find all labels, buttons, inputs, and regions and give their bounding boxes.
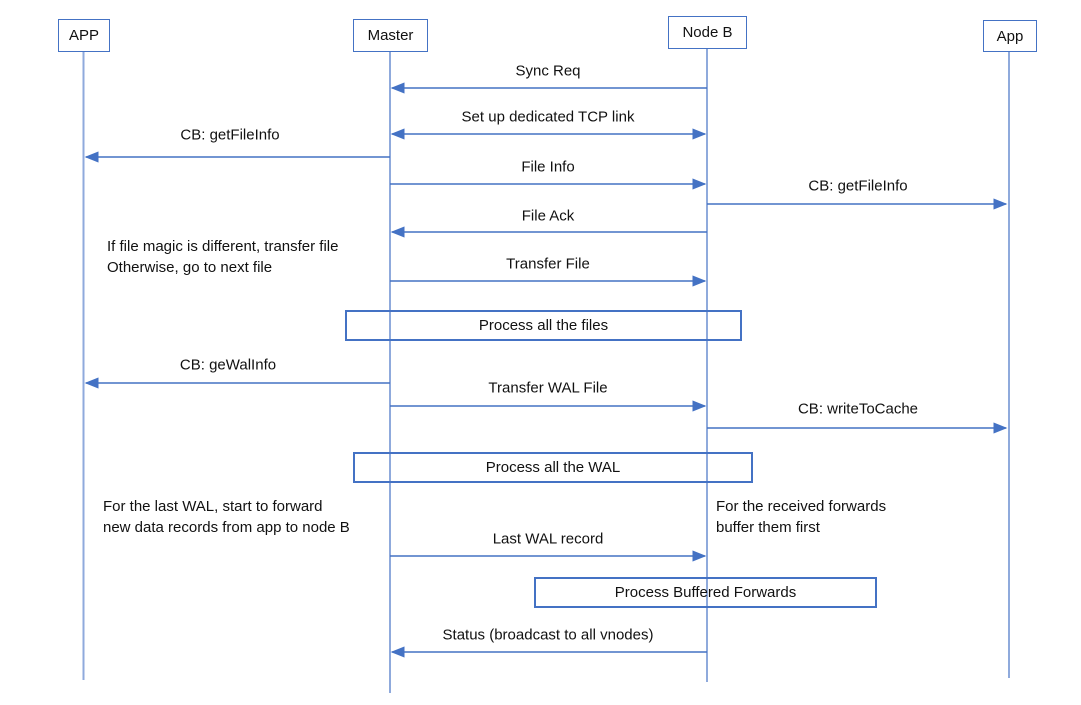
message-label-writetocache: CB: writeToCache bbox=[797, 400, 919, 418]
note-received-forwards: For the received forwards buffer them fi… bbox=[716, 496, 886, 538]
message-label-transfer-wal: Transfer WAL File bbox=[488, 379, 608, 397]
actor-box-app-left: APP bbox=[58, 19, 110, 52]
note-line: Otherwise, go to next file bbox=[107, 259, 273, 276]
message-label-cb-gewalinfo: CB: geWalInfo bbox=[179, 356, 277, 374]
process-box-wal-label: Process all the WAL bbox=[485, 459, 621, 476]
message-label-file-info: File Info bbox=[521, 158, 575, 176]
actor-label-master: Master bbox=[367, 27, 414, 44]
message-label-last-wal-record: Last WAL record bbox=[492, 530, 604, 548]
message-label-tcp-link: Set up dedicated TCP link bbox=[461, 108, 635, 126]
note-file-magic: If file magic is different, transfer fil… bbox=[107, 236, 338, 278]
process-box-files-label: Process all the files bbox=[478, 317, 609, 334]
message-label-transfer-file: Transfer File bbox=[506, 255, 590, 273]
note-line: For the received forwards bbox=[716, 498, 887, 515]
message-label-cb-getfileinfo-left: CB: getFileInfo bbox=[180, 126, 280, 144]
message-label-sync-req: Sync Req bbox=[515, 62, 581, 80]
process-box-wal: Process all the WAL bbox=[353, 452, 753, 483]
message-label-file-ack: File Ack bbox=[521, 207, 575, 225]
note-line: new data records from app to node B bbox=[103, 519, 350, 536]
note-last-wal: For the last WAL, start to forward new d… bbox=[103, 496, 350, 538]
actor-box-app-right: App bbox=[983, 20, 1037, 52]
process-box-files: Process all the files bbox=[345, 310, 742, 341]
note-line: buffer them first bbox=[716, 519, 820, 536]
message-label-cb-getfileinfo-right: CB: getFileInfo bbox=[808, 177, 908, 195]
process-box-buffered-forwards-label: Process Buffered Forwards bbox=[614, 584, 797, 601]
actor-box-node-b: Node B bbox=[668, 16, 747, 49]
actor-label-node-b: Node B bbox=[682, 24, 733, 41]
message-label-status-broadcast: Status (broadcast to all vnodes) bbox=[442, 626, 654, 644]
actor-label-app-left: APP bbox=[68, 27, 99, 44]
actor-box-master: Master bbox=[353, 19, 428, 52]
note-line: For the last WAL, start to forward bbox=[103, 498, 323, 515]
process-box-buffered-forwards: Process Buffered Forwards bbox=[534, 577, 877, 608]
actor-label-app-right: App bbox=[996, 27, 1024, 45]
note-line: If file magic is different, transfer fil… bbox=[107, 238, 339, 255]
